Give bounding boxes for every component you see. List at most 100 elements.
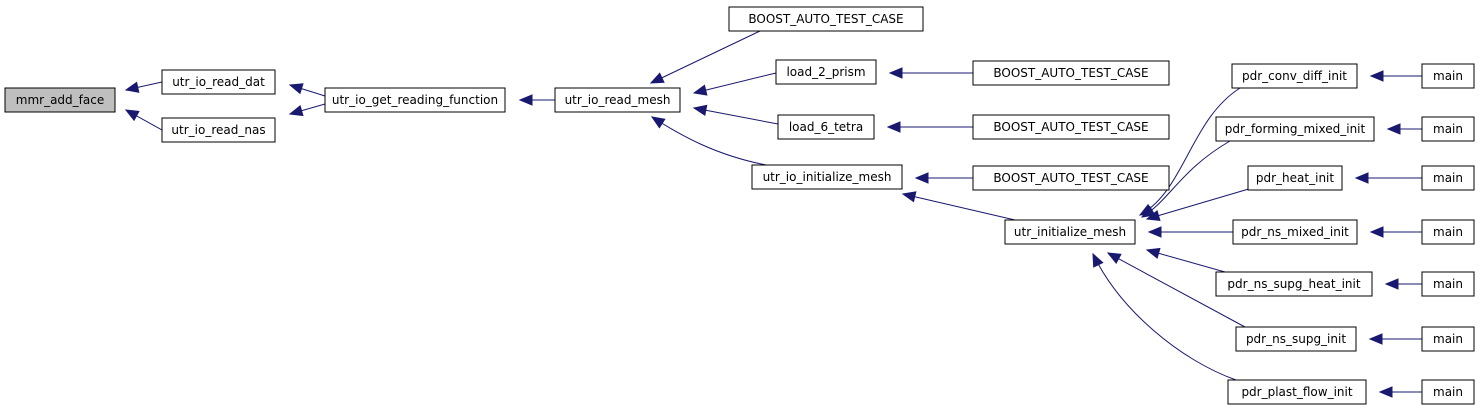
node-box[interactable] <box>777 114 875 140</box>
node-label: BOOST_AUTO_TEST_CASE <box>993 66 1148 80</box>
node-main-6[interactable]: main <box>1421 326 1475 352</box>
edge-load_2_prism-to-utr_io_read_mesh <box>692 72 777 96</box>
node-label: main <box>1433 69 1463 83</box>
arrowhead-icon <box>1369 226 1384 238</box>
node-main-4[interactable]: main <box>1421 219 1475 245</box>
node-pdr-plast-flow-init[interactable]: pdr_plast_flow_init <box>1227 379 1367 405</box>
node-pdr-forming-mixed-init[interactable]: pdr_forming_mixed_init <box>1215 116 1375 142</box>
node-boost-init[interactable]: BOOST_AUTO_TEST_CASE <box>972 165 1170 191</box>
edge-pdr_ns_supg_init-to-utr_initialize_mesh <box>1106 252 1246 328</box>
node-box[interactable] <box>1421 326 1475 352</box>
node-box[interactable] <box>1421 63 1475 89</box>
node-main-5[interactable]: main <box>1421 271 1475 297</box>
node-label: pdr_ns_supg_heat_init <box>1227 277 1360 291</box>
node-label: pdr_forming_mixed_init <box>1225 122 1366 136</box>
edge-line <box>1146 187 1253 220</box>
node-box[interactable] <box>324 87 506 113</box>
node-box[interactable] <box>1247 165 1343 191</box>
node-box[interactable] <box>1227 379 1367 405</box>
node-utr-io-read-nas[interactable]: utr_io_read_nas <box>161 117 276 143</box>
node-box[interactable] <box>1421 116 1475 142</box>
edge-main_3-to-pdr_heat_init <box>1354 172 1422 184</box>
node-main-2[interactable]: main <box>1421 116 1475 142</box>
edge-line <box>1139 87 1241 216</box>
node-main-3[interactable]: main <box>1421 165 1475 191</box>
node-box[interactable] <box>1231 63 1358 89</box>
node-label: utr_io_read_nas <box>171 123 265 137</box>
node-label: load_2_prism <box>786 65 865 79</box>
arrowhead-icon <box>124 81 140 93</box>
node-box[interactable] <box>161 117 276 143</box>
edge-line <box>650 30 761 84</box>
node-box[interactable] <box>728 6 924 32</box>
node-box[interactable] <box>751 164 903 190</box>
arrowhead-icon <box>1106 252 1122 264</box>
node-pdr-ns-supg-heat-init[interactable]: pdr_ns_supg_heat_init <box>1215 271 1373 297</box>
node-pdr-heat-init[interactable]: pdr_heat_init <box>1247 165 1343 191</box>
arrowhead-icon <box>1368 333 1383 345</box>
node-label: utr_io_get_reading_function <box>332 93 498 107</box>
node-box[interactable] <box>1232 219 1358 245</box>
node-utr-io-get-reading-function[interactable]: utr_io_get_reading_function <box>324 87 506 113</box>
arrowhead-icon <box>888 67 903 79</box>
node-pdr-ns-supg-init[interactable]: pdr_ns_supg_init <box>1235 326 1357 352</box>
edge-pdr_plast_flow_init-to-utr_initialize_mesh <box>1092 252 1237 381</box>
node-box[interactable] <box>1421 379 1475 405</box>
node-utr-io-read-mesh[interactable]: utr_io_read_mesh <box>554 87 681 113</box>
arrowhead-icon <box>1147 226 1162 238</box>
node-box[interactable] <box>1421 219 1475 245</box>
node-load-6-tetra[interactable]: load_6_tetra <box>777 114 875 140</box>
arrowhead-icon <box>1369 70 1384 82</box>
node-pdr-ns-mixed-init[interactable]: pdr_ns_mixed_init <box>1232 219 1358 245</box>
node-boost-top[interactable]: BOOST_AUTO_TEST_CASE <box>728 6 924 32</box>
node-label: BOOST_AUTO_TEST_CASE <box>748 12 903 26</box>
node-box[interactable] <box>1215 271 1373 297</box>
node-box[interactable] <box>775 59 877 85</box>
node-main-7[interactable]: main <box>1421 379 1475 405</box>
node-box[interactable] <box>161 69 276 95</box>
edge-line <box>693 72 777 94</box>
arrowhead-icon <box>1386 123 1401 135</box>
node-boost-tetra[interactable]: BOOST_AUTO_TEST_CASE <box>972 114 1170 140</box>
arrowhead-icon <box>914 172 929 184</box>
edge-pdr_heat_init-to-utr_initialize_mesh <box>1145 187 1253 221</box>
edge-line <box>651 116 767 166</box>
node-label: main <box>1433 122 1463 136</box>
arrowhead-icon <box>901 191 917 203</box>
node-box[interactable] <box>1421 165 1475 191</box>
node-box[interactable] <box>972 165 1170 191</box>
edge-boost_top-to-utr_io_read_mesh <box>649 30 761 84</box>
node-label: main <box>1433 225 1463 239</box>
node-utr-initialize-mesh[interactable]: utr_initialize_mesh <box>1004 219 1136 245</box>
node-utr-io-initialize-mesh[interactable]: utr_io_initialize_mesh <box>751 164 903 190</box>
node-box[interactable] <box>1215 116 1375 142</box>
node-load-2-prism[interactable]: load_2_prism <box>775 59 877 85</box>
node-box[interactable] <box>1235 326 1357 352</box>
arrowhead-icon <box>288 83 304 95</box>
node-pdr-conv-diff-init[interactable]: pdr_conv_diff_init <box>1231 63 1358 89</box>
node-box[interactable] <box>1421 271 1475 297</box>
edge-line <box>1092 253 1237 381</box>
arrowhead-icon <box>1384 278 1399 290</box>
edge-load_6_tetra-to-utr_io_read_mesh <box>692 104 779 125</box>
edge-pdr_ns_supg_heat_init-to-utr_initialize_mesh <box>1145 247 1226 273</box>
node-box[interactable] <box>1004 219 1136 245</box>
node-box[interactable] <box>4 87 116 113</box>
node-utr-io-read-dat[interactable]: utr_io_read_dat <box>161 69 276 95</box>
node-box[interactable] <box>554 87 681 113</box>
arrowhead-icon <box>1354 172 1369 184</box>
edge-main_7-to-pdr_plast_flow_init <box>1378 386 1422 398</box>
node-boost-prism[interactable]: BOOST_AUTO_TEST_CASE <box>972 60 1170 86</box>
arrowhead-icon <box>1092 252 1104 268</box>
node-label: mmr_add_face <box>16 93 104 107</box>
node-box[interactable] <box>972 114 1170 140</box>
edge-line <box>693 107 779 125</box>
node-main-1[interactable]: main <box>1421 63 1475 89</box>
node-box[interactable] <box>972 60 1170 86</box>
edge-pdr_ns_mixed_init-to-utr_initialize_mesh <box>1147 226 1233 238</box>
edge-main_4-to-pdr_ns_mixed_init <box>1369 226 1422 238</box>
arrowhead-icon <box>288 105 304 117</box>
node-label: main <box>1433 385 1463 399</box>
edge-utr_initialize_mesh-to-utr_io_initialize_mesh <box>901 191 1016 221</box>
node-mmr-add-face[interactable]: mmr_add_face <box>4 87 116 113</box>
